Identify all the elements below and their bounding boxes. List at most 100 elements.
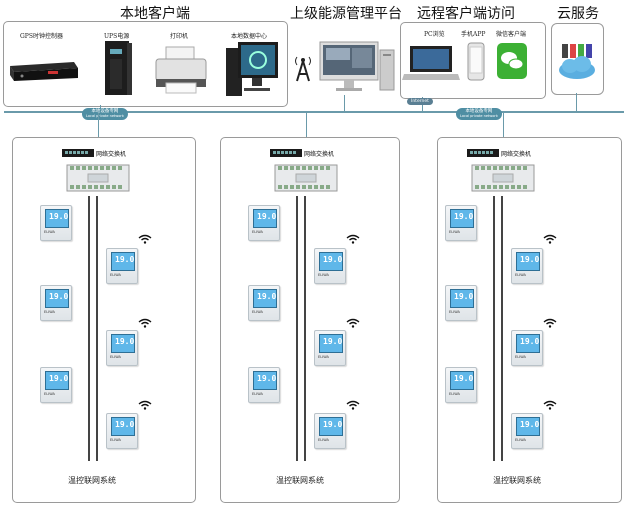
- thermostat-screen: 19.0: [253, 209, 277, 228]
- thermostat: 19.0 ELIWA: [445, 367, 477, 403]
- bus-rail-left: [296, 196, 298, 461]
- thermostat: 19.0 ELIWA: [40, 205, 72, 241]
- thermostat-reading: 19.0: [454, 292, 474, 301]
- thermostat-brand: ELIWA: [318, 355, 329, 359]
- device-label-pc: PC浏览: [424, 31, 445, 38]
- thermostat: 19.0 ELIWA: [445, 285, 477, 321]
- bus-rail-left: [88, 196, 90, 461]
- thermostat-reading: 19.0: [115, 337, 135, 346]
- thermostat: 19.0 ELIWA: [248, 285, 280, 321]
- thermostat-screen: 19.0: [45, 289, 69, 308]
- thermostat-brand: ELIWA: [515, 273, 526, 277]
- remote-network-sublabel: Local private network: [460, 114, 498, 118]
- thermostat-reading: 19.0: [115, 255, 135, 264]
- thermostat-screen: 19.0: [450, 209, 474, 228]
- thermostat-brand: ELIWA: [449, 230, 460, 234]
- wifi-icon: [346, 318, 360, 328]
- cloud-icon: [559, 44, 595, 79]
- thermostat-reading: 19.0: [323, 255, 343, 264]
- connector-cloud: [576, 93, 577, 111]
- thermostat-brand: ELIWA: [44, 392, 55, 396]
- thermostat-screen: 19.0: [111, 252, 135, 271]
- device-label-gps: GPS时钟控制器: [20, 33, 63, 40]
- thermostat-reading: 19.0: [115, 420, 135, 429]
- printer-icon: [155, 46, 207, 94]
- ups-icon: [105, 41, 132, 95]
- remote-network-pill: 本地设备专网 Local private network: [456, 108, 502, 120]
- network-switch-icon: [270, 149, 302, 157]
- thermostat-brand: ELIWA: [449, 310, 460, 314]
- thermostat-reading: 19.0: [454, 212, 474, 221]
- thermostat: 19.0 ELIWA: [248, 205, 280, 241]
- thermostat-screen: 19.0: [111, 334, 135, 353]
- bus-rail-left: [493, 196, 495, 461]
- thermostat-brand: ELIWA: [252, 392, 263, 396]
- thermostat-brand: ELIWA: [110, 438, 121, 442]
- thermostat: 19.0 ELIWA: [511, 248, 543, 284]
- device-label-datacenter: 本地数据中心: [231, 33, 268, 40]
- controller-module-icon: [274, 164, 338, 192]
- thermostat: 19.0 ELIWA: [445, 205, 477, 241]
- thermostat-screen: 19.0: [319, 252, 343, 271]
- thermostat-brand: ELIWA: [110, 273, 121, 277]
- thermostat-screen: 19.0: [319, 417, 343, 436]
- drop-line-1: [98, 113, 99, 150]
- system-label: 温控联网系统: [493, 476, 541, 485]
- switch-label: 网络交换机: [501, 151, 532, 158]
- thermostat-reading: 19.0: [323, 420, 343, 429]
- device-label-printer: 打印机: [170, 33, 189, 40]
- drop-line-2: [306, 113, 307, 150]
- switch-label: 网络交换机: [304, 151, 335, 158]
- bus-rail-right: [304, 196, 306, 461]
- thermostat: 19.0 ELIWA: [106, 248, 138, 284]
- remote-network-label: 本地设备专网: [465, 109, 493, 114]
- network-switch-icon: [467, 149, 499, 157]
- thermostat-brand: ELIWA: [449, 392, 460, 396]
- thermostat-reading: 19.0: [520, 420, 540, 429]
- thermostat-screen: 19.0: [45, 371, 69, 390]
- thermostat-screen: 19.0: [516, 334, 540, 353]
- thermostat-screen: 19.0: [516, 417, 540, 436]
- thermostat: 19.0 ELIWA: [106, 330, 138, 366]
- internet-label: Internet: [411, 99, 429, 104]
- thermostat-screen: 19.0: [45, 209, 69, 228]
- internet-pill: Internet: [407, 98, 433, 105]
- thermostat-reading: 19.0: [49, 374, 69, 383]
- system-label: 温控联网系统: [276, 476, 324, 485]
- thermostat-screen: 19.0: [450, 289, 474, 308]
- thermostat: 19.0 ELIWA: [314, 330, 346, 366]
- gps-clock-icon: [10, 62, 78, 81]
- wifi-icon: [346, 234, 360, 244]
- wifi-icon: [346, 400, 360, 410]
- thermostat-reading: 19.0: [257, 374, 277, 383]
- thermostat: 19.0 ELIWA: [511, 413, 543, 449]
- thermostat-reading: 19.0: [454, 374, 474, 383]
- thermostat-reading: 19.0: [49, 292, 69, 301]
- antenna-icon: [295, 56, 311, 82]
- thermostat-brand: ELIWA: [515, 438, 526, 442]
- drop-line-3: [503, 113, 504, 150]
- switch-label: 网络交换机: [96, 151, 127, 158]
- upper-platform-title: 上级能源管理平台: [290, 6, 402, 22]
- thermostat-brand: ELIWA: [318, 438, 329, 442]
- thermostat-brand: ELIWA: [318, 273, 329, 277]
- thermostat-reading: 19.0: [520, 337, 540, 346]
- data-center-icon: [226, 42, 278, 96]
- thermostat-screen: 19.0: [253, 371, 277, 390]
- thermostat-reading: 19.0: [520, 255, 540, 264]
- thermostat-brand: ELIWA: [44, 230, 55, 234]
- thermostat-screen: 19.0: [319, 334, 343, 353]
- wifi-icon: [138, 400, 152, 410]
- laptop-icon: [402, 46, 460, 80]
- thermostat: 19.0 ELIWA: [314, 413, 346, 449]
- thermostat-brand: ELIWA: [515, 355, 526, 359]
- system-label: 温控联网系统: [68, 476, 116, 485]
- connector-platform: [344, 95, 345, 111]
- thermostat-brand: ELIWA: [110, 355, 121, 359]
- wifi-icon: [543, 234, 557, 244]
- thermostat-reading: 19.0: [323, 337, 343, 346]
- thermostat-screen: 19.0: [516, 252, 540, 271]
- remote-access-title: 远程客户端访问: [417, 6, 515, 22]
- imac-icon: [319, 41, 395, 91]
- thermostat: 19.0 ELIWA: [314, 248, 346, 284]
